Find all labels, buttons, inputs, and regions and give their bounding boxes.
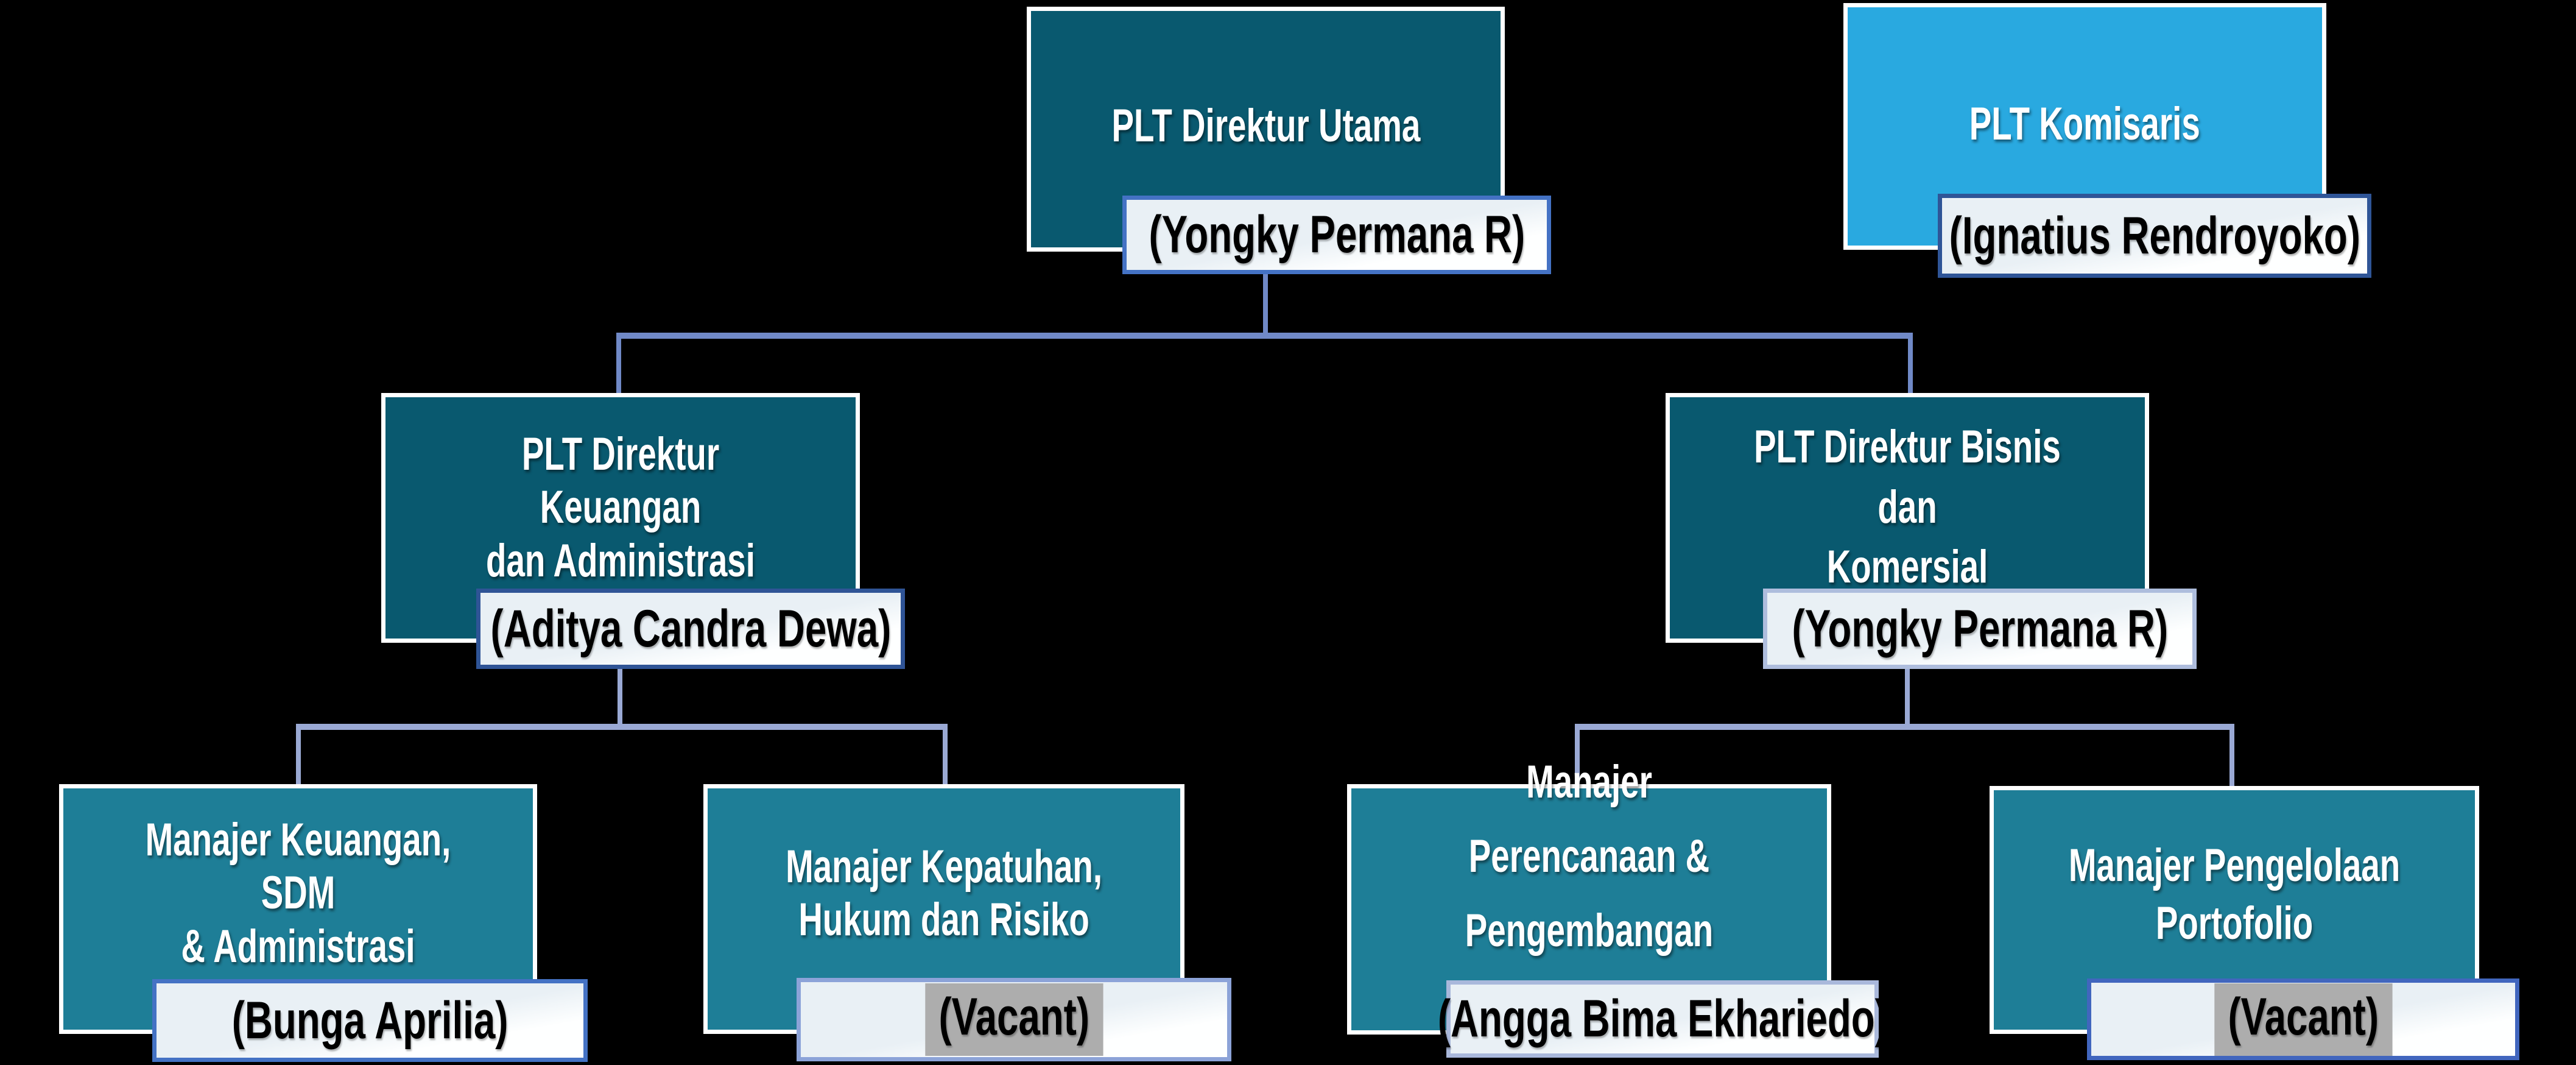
connector-line (1908, 333, 1913, 394)
connector-line (1575, 724, 1580, 786)
connector-line (616, 333, 1913, 339)
vacant-label: (Vacant) (925, 983, 1103, 1056)
name-plate-manajer-keuangan-sdm-administrasi: (Bunga Aprilia) (152, 979, 588, 1062)
name-plate-plt-direktur-bisnis-komersial: (Yongky Permana R) (1763, 589, 2197, 669)
connector-line (616, 333, 621, 394)
name-plate-manajer-perencanaan-pengembangan-bisnis: (Angga Bima Ekhariedo) (1437, 980, 1888, 1058)
position-title: PLT Komisaris (1969, 97, 2201, 150)
position-title: Manajer Pengelolaan Portofolio (2068, 839, 2401, 949)
holder-name: (Ignatius Rendroyoko) (1949, 206, 2360, 265)
name-plate-manajer-pengelolaan-portofolio: (Vacant) (2087, 978, 2519, 1060)
name-plate-plt-komisaris: (Ignatius Rendroyoko) (1938, 194, 2371, 278)
connector-line (1905, 643, 1910, 730)
connector-line (1263, 252, 1268, 339)
position-title: PLT Direktur Bisnis dan Komersial (1754, 420, 2061, 593)
position-title: PLT Direktur Utama (1111, 100, 1420, 152)
holder-name: (Yongky Permana R) (1792, 599, 2168, 658)
connector-line (296, 724, 948, 730)
name-plate-plt-direktur-utama: (Yongky Permana R) (1122, 196, 1551, 274)
name-plate-manajer-kepatuhan-hukum-risiko: (Vacant) (797, 978, 1231, 1061)
holder-name: (Bunga Aprilia) (231, 991, 509, 1050)
vacant-label: (Vacant) (2214, 983, 2392, 1056)
holder-name: (Aditya Candra Dewa) (490, 599, 891, 658)
holder-name: (Angga Bima Ekhariedo) (1437, 989, 1888, 1048)
connector-line (618, 643, 622, 730)
connector-line (1575, 724, 2234, 730)
connector-line (2229, 724, 2234, 786)
position-title: Manajer Kepatuhan, Hukum dan Risiko (786, 840, 1102, 946)
position-title: PLT Direktur Keuangan dan Administrasi (486, 428, 755, 587)
position-title: Manajer Keuangan, SDM & Administrasi (145, 813, 451, 972)
connector-line (943, 724, 948, 786)
holder-name: (Yongky Permana R) (1149, 205, 1525, 264)
connector-line (296, 724, 301, 786)
name-plate-plt-direktur-keuangan-administrasi: (Aditya Candra Dewa) (476, 589, 905, 669)
